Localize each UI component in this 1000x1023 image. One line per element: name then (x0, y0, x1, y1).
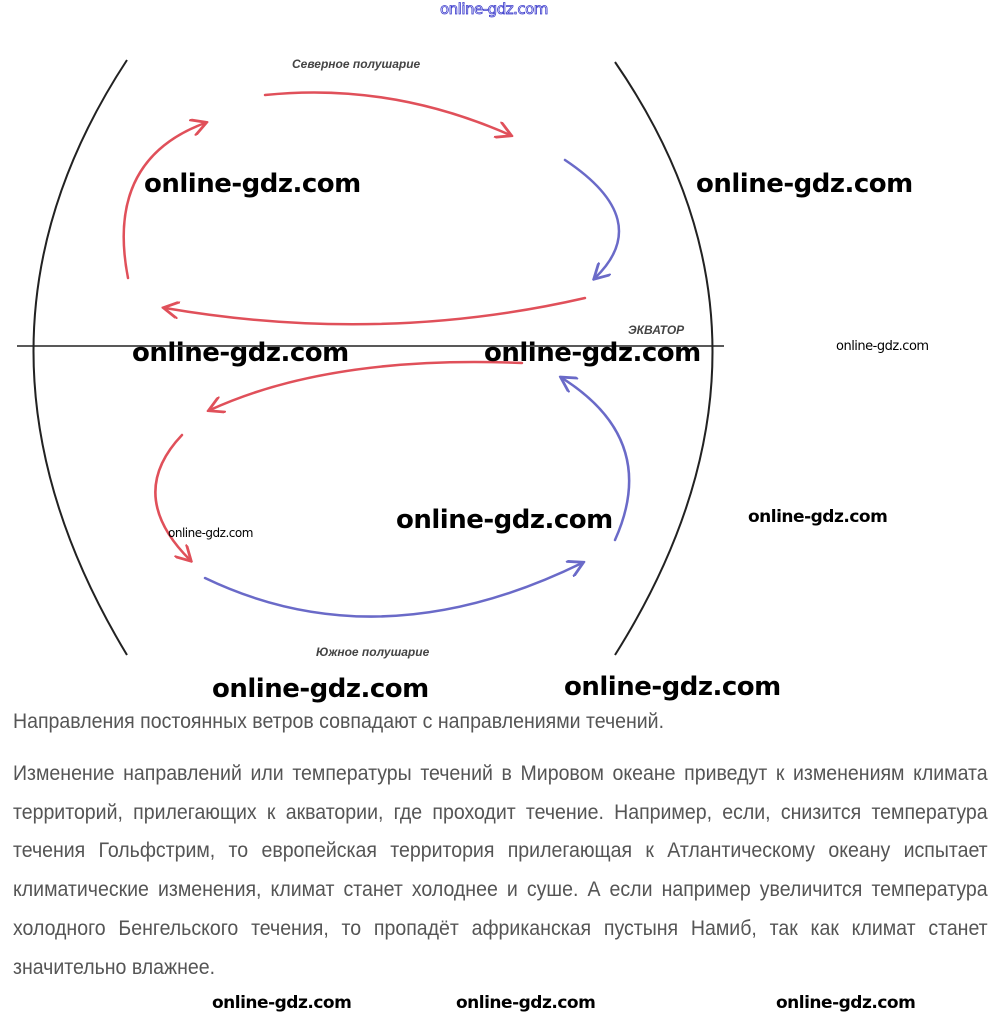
cold-current-arrow (563, 158, 621, 278)
globe-left-edge (32, 59, 128, 656)
warm-current-arrow (154, 433, 190, 560)
watermark: online-gdz.com (484, 338, 701, 368)
watermark: online-gdz.com (212, 993, 352, 1013)
watermark: online-gdz.com (168, 526, 253, 540)
watermark: online-gdz.com (440, 0, 549, 18)
watermark: online-gdz.com (144, 169, 361, 199)
watermark: online-gdz.com (776, 993, 916, 1013)
watermark: online-gdz.com (836, 339, 929, 354)
watermark: online-gdz.com (564, 672, 781, 702)
cold-current-arrow (562, 378, 631, 542)
equator-label: ЭКВАТОР (628, 323, 685, 337)
currents-diagram: Северное полушарие ЭКВАТОР Южное полушар… (17, 57, 724, 659)
south-hemisphere-label: Южное полушарие (316, 645, 430, 659)
watermark: online-gdz.com (456, 993, 596, 1013)
paragraph: Изменение направлений или температуры те… (13, 762, 988, 979)
cold-current-arrow (203, 563, 582, 618)
watermark: online-gdz.com (212, 674, 429, 704)
warm-current-arrow (263, 91, 510, 135)
watermark: online-gdz.com (748, 507, 888, 527)
warm-current-arrow (122, 123, 205, 280)
paragraph: Направления постоянных ветров совпадают … (13, 710, 665, 733)
globe-right-edge (614, 61, 714, 656)
warm-current-arrow (210, 360, 524, 410)
watermark: online-gdz.com (396, 505, 613, 535)
watermark: online-gdz.com (696, 169, 913, 199)
warm-current-arrow (165, 296, 587, 326)
watermark: online-gdz.com (132, 338, 349, 368)
north-hemisphere-label: Северное полушарие (292, 57, 421, 71)
